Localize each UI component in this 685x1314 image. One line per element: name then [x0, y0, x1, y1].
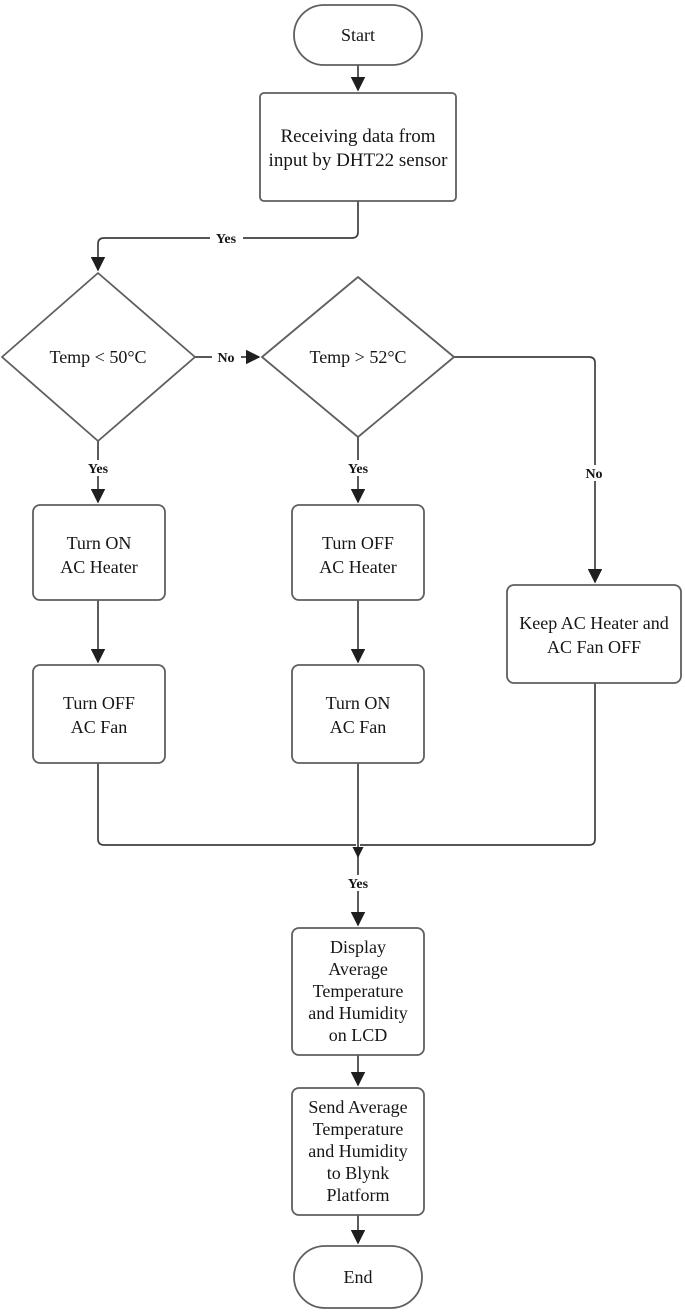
- edge-label-yes-left: Yes: [83, 460, 113, 477]
- edge-label-yes-middle: Yes: [343, 460, 373, 477]
- process-shape: [506, 584, 682, 684]
- node-decision-temp-below-50: Temp < 50°C: [1, 272, 196, 442]
- process-shape: [291, 1087, 425, 1216]
- label-backdrop: [212, 349, 241, 365]
- node-display-lcd: Display Average Temperature and Humidity…: [291, 927, 425, 1056]
- node-send-blynk-line: to Blynk: [327, 1163, 390, 1183]
- label-backdrop: [210, 230, 243, 246]
- process-shape: [32, 504, 166, 601]
- node-turn-off-fan-line: Turn OFF: [63, 693, 135, 713]
- node-decision-temp-above-52: Temp > 52°C: [261, 276, 455, 438]
- edge-label-text: Yes: [88, 462, 109, 477]
- node-display-lcd-line: on LCD: [329, 1025, 388, 1045]
- node-turn-off-heater-line: AC Heater: [319, 557, 396, 577]
- node-display-lcd-line: Display: [330, 937, 386, 957]
- label-backdrop: [342, 875, 375, 891]
- node-receive-data-line: Receiving data from: [280, 126, 435, 147]
- process-shape: [291, 664, 425, 764]
- edge-label-yes-merge: Yes: [342, 875, 375, 892]
- terminator-shape: [293, 1245, 423, 1309]
- node-send-blynk-line: and Humidity: [308, 1141, 408, 1161]
- decision-shape: [1, 272, 196, 442]
- node-turn-off-fan-line: AC Fan: [71, 717, 128, 737]
- decision-shape: [261, 276, 455, 438]
- node-decision-label: Temp < 50°C: [49, 347, 146, 367]
- node-receive-data: Receiving data from input by DHT22 senso…: [259, 92, 457, 202]
- node-receive-data-line: input by DHT22 sensor: [269, 150, 449, 171]
- edge-label-text: No: [217, 351, 234, 366]
- node-start: Start: [293, 4, 423, 66]
- process-shape: [259, 92, 457, 202]
- node-end-label: End: [344, 1267, 373, 1287]
- node-send-blynk-line: Platform: [327, 1185, 390, 1205]
- node-turn-on-heater-line: AC Heater: [60, 557, 137, 577]
- node-decision-label: Temp > 52°C: [309, 347, 406, 367]
- node-send-blynk-line: Send Average: [308, 1097, 407, 1117]
- edge-label-text: Yes: [348, 877, 369, 892]
- edge-label-no-between-diamonds: No: [212, 349, 241, 366]
- process-shape: [32, 664, 166, 764]
- node-turn-on-heater-line: Turn ON: [67, 533, 132, 553]
- edge-label-yes-top: Yes: [210, 230, 243, 247]
- process-shape: [291, 927, 425, 1056]
- node-turn-off-heater-line: Turn OFF: [322, 533, 394, 553]
- node-start-label: Start: [341, 25, 375, 45]
- node-display-lcd-line: Average: [328, 959, 388, 979]
- node-keep-off-line: Keep AC Heater and: [519, 613, 668, 633]
- terminator-shape: [293, 4, 423, 66]
- label-backdrop: [343, 460, 373, 476]
- label-backdrop: [580, 465, 609, 481]
- merge-junction-arrow-icon: [352, 847, 364, 858]
- edge-label-no-right: No: [580, 465, 609, 482]
- node-display-lcd-line: and Humidity: [308, 1003, 408, 1023]
- node-turn-off-fan: Turn OFF AC Fan: [32, 664, 166, 764]
- node-turn-on-fan-line: AC Fan: [330, 717, 387, 737]
- edge-label-text: Yes: [216, 232, 237, 247]
- node-keep-off-line: AC Fan OFF: [547, 637, 641, 657]
- node-turn-on-heater: Turn ON AC Heater: [32, 504, 166, 601]
- edge-label-text: No: [585, 467, 602, 482]
- node-turn-on-fan: Turn ON AC Fan: [291, 664, 425, 764]
- edges: [90, 65, 603, 1245]
- edge-keep-off-to-merge: [360, 683, 596, 846]
- node-end: End: [293, 1245, 423, 1309]
- label-backdrop: [83, 460, 113, 476]
- edge-label-text: Yes: [348, 462, 369, 477]
- edge-fan-off-to-merge: [97, 763, 356, 846]
- node-turn-on-fan-line: Turn ON: [326, 693, 391, 713]
- node-display-lcd-line: Temperature: [313, 981, 404, 1001]
- node-send-blynk-line: Temperature: [313, 1119, 404, 1139]
- node-keep-off: Keep AC Heater and AC Fan OFF: [506, 584, 682, 684]
- node-turn-off-heater: Turn OFF AC Heater: [291, 504, 425, 601]
- process-shape: [291, 504, 425, 601]
- edge-temp52-no-to-keep-off: [454, 356, 603, 584]
- node-send-blynk: Send Average Temperature and Humidity to…: [291, 1087, 425, 1216]
